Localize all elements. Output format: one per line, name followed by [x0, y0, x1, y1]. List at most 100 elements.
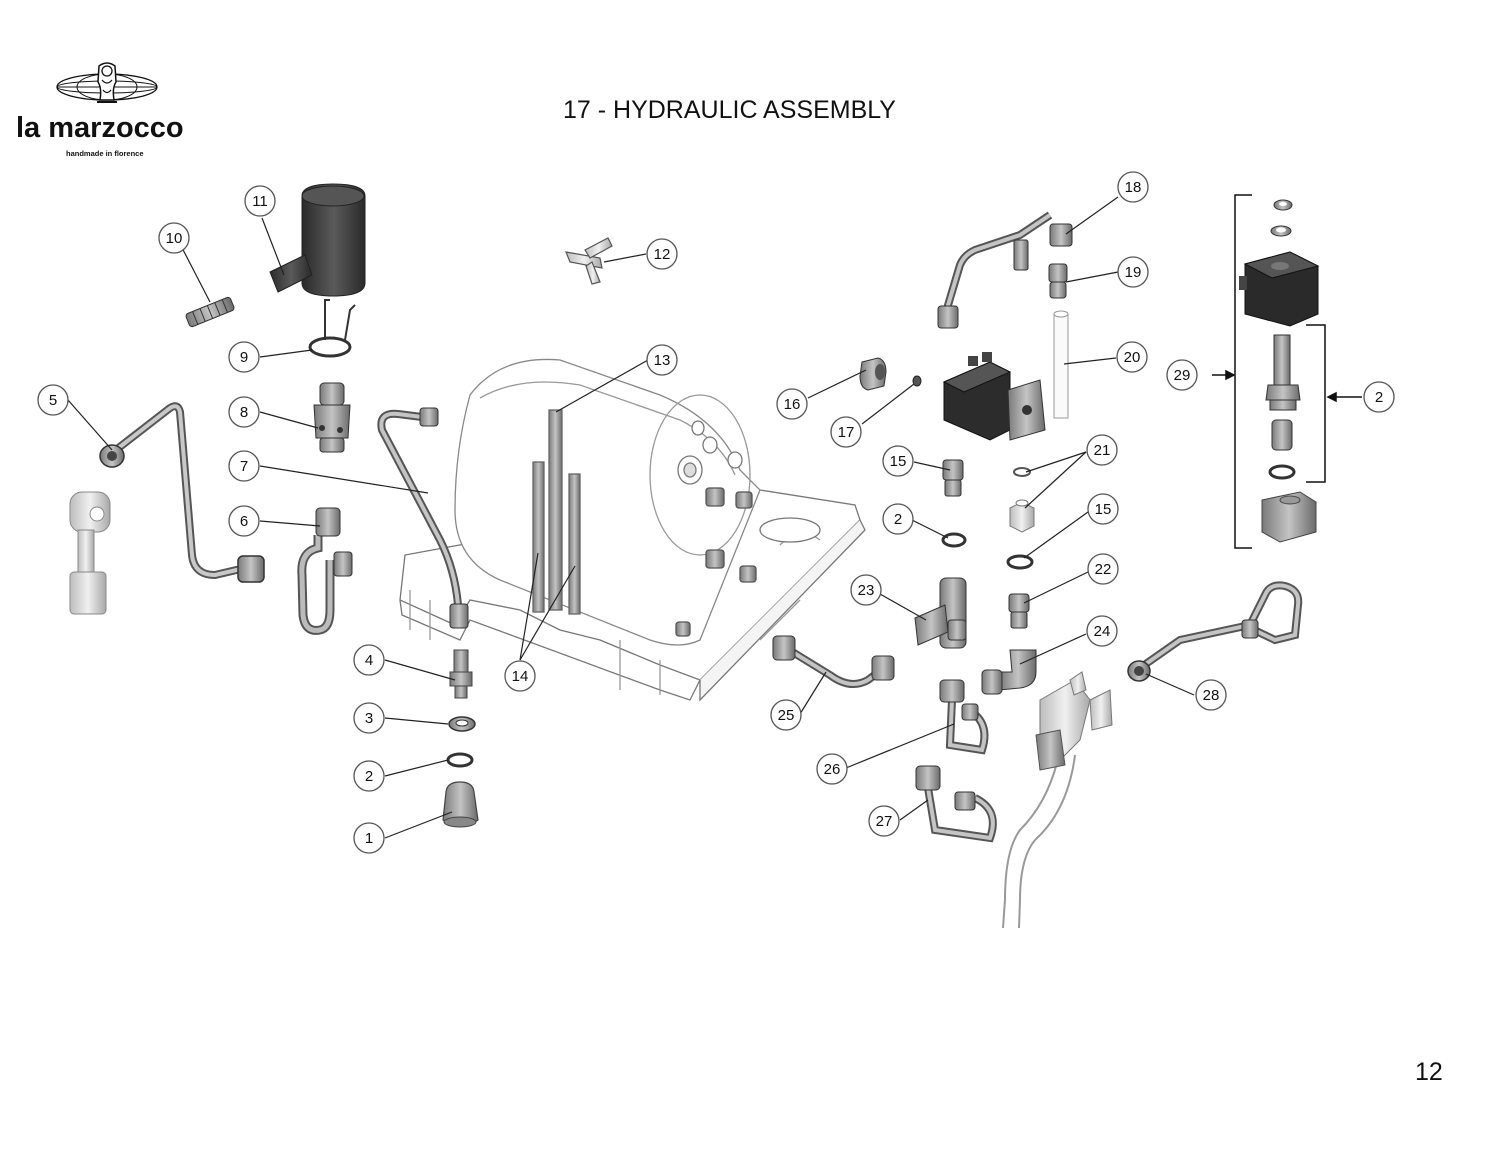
part-3-nut	[448, 716, 476, 732]
part-1-cap	[442, 781, 479, 828]
callout-label: 22	[1095, 561, 1112, 578]
callout-14: 14	[504, 660, 536, 692]
callout-circle	[353, 760, 385, 792]
callout-circle	[1166, 359, 1198, 391]
callout-15: 15	[1087, 493, 1119, 525]
callout-circle	[228, 341, 260, 373]
callout-label: 27	[876, 813, 893, 830]
callout-21: 21	[1086, 434, 1118, 466]
part-18-pipe	[937, 211, 1073, 329]
callout-23: 23	[850, 574, 882, 606]
callout-circle	[353, 702, 385, 734]
callout-label: 2	[894, 511, 902, 528]
globe-lion-logo-icon	[56, 62, 158, 103]
callout-circle	[1087, 553, 1119, 585]
callout-circle	[1117, 256, 1149, 288]
callout-28: 28	[1195, 679, 1227, 711]
callout-11: 11	[244, 185, 276, 217]
callout-label: 13	[654, 352, 671, 369]
brand-logo: la marzocco handmade in florence	[12, 62, 202, 162]
brand-name: la marzocco	[16, 112, 184, 144]
callout-29: 29	[1166, 359, 1198, 391]
part-8-valve	[313, 382, 351, 453]
callout-label: 26	[824, 761, 841, 778]
callout-label: 19	[1125, 264, 1142, 281]
part-28-solenoid-kit	[1239, 199, 1320, 543]
callout-circle	[830, 416, 862, 448]
callout-circle	[646, 238, 678, 270]
callout-1: 1	[353, 822, 385, 854]
callout-label: 7	[240, 458, 248, 475]
part-6-u-fitting	[297, 507, 353, 635]
callout-22: 22	[1087, 553, 1119, 585]
callout-label: 25	[778, 707, 795, 724]
callout-4: 4	[353, 644, 385, 676]
callout-circle	[353, 644, 385, 676]
part-19-fitting	[1048, 263, 1068, 299]
callout-circle	[37, 384, 69, 416]
callout-label: 2	[1375, 389, 1383, 406]
part-7-pipe	[377, 407, 469, 629]
callout-27: 27	[868, 805, 900, 837]
callout-10: 10	[158, 222, 190, 254]
part-12-tee	[565, 237, 613, 285]
callout-circle	[228, 450, 260, 482]
callout-label: 1	[365, 830, 373, 847]
callout-circle	[1116, 341, 1148, 373]
callout-circle	[1117, 171, 1149, 203]
part-15-fitting-lower	[1008, 593, 1030, 629]
callout-label: 6	[240, 513, 248, 530]
callout-label: 17	[838, 424, 855, 441]
callout-circle	[1087, 493, 1119, 525]
callout-19: 19	[1117, 256, 1149, 288]
callout-circle	[244, 185, 276, 217]
page-title: 17 - HYDRAULIC ASSEMBLY	[563, 96, 896, 124]
part-17-small-washer	[912, 375, 922, 387]
part-9-spring-clip	[308, 299, 356, 358]
callout-label: 9	[240, 349, 248, 366]
callout-label: 20	[1124, 349, 1141, 366]
callout-circle	[816, 753, 848, 785]
part-23-elbow	[981, 649, 1037, 695]
callout-5: 5	[37, 384, 69, 416]
callout-12: 12	[646, 238, 678, 270]
callout-label: 15	[890, 453, 907, 470]
callout-label: 21	[1094, 442, 1111, 459]
part-2-washer-right	[1006, 554, 1034, 570]
callout-circle	[228, 396, 260, 428]
part-11-reservoir	[269, 183, 366, 297]
callout-label: 5	[49, 392, 57, 409]
steam-valve-assembly	[1002, 671, 1113, 929]
part-27-pipe	[1127, 581, 1303, 682]
callout-label: 29	[1174, 367, 1191, 384]
part-2-washer	[446, 752, 474, 768]
callout-label: 14	[512, 668, 529, 685]
callout-circle	[1086, 434, 1118, 466]
callout-label: 11	[252, 193, 268, 210]
callout-label: 8	[240, 404, 248, 421]
callout-circle	[770, 699, 802, 731]
callout-24: 24	[1086, 615, 1118, 647]
callout-label: 12	[654, 246, 671, 263]
part-10-hose-barb	[185, 296, 235, 328]
callout-label: 4	[365, 652, 373, 669]
callout-26: 26	[816, 753, 848, 785]
callout-circle	[1363, 381, 1395, 413]
callout-label: 23	[858, 582, 875, 599]
callout-circle	[228, 505, 260, 537]
callout-label: 3	[365, 710, 373, 727]
callout-circle	[882, 445, 914, 477]
callout-label: 2	[365, 768, 373, 785]
part-21-fitting	[1009, 467, 1035, 533]
part-24-pipe	[772, 635, 895, 688]
callout-13: 13	[646, 344, 678, 376]
part-5-pipe	[69, 402, 265, 615]
part-4-fitting	[449, 649, 473, 699]
part-25-u-pipe	[939, 679, 989, 755]
callout-3: 3	[353, 702, 385, 734]
callout-2: 2	[1363, 381, 1395, 413]
part-20-clear-tube	[1053, 310, 1069, 419]
callout-circle	[158, 222, 190, 254]
callout-15: 15	[882, 445, 914, 477]
part-22-tee	[914, 577, 967, 649]
